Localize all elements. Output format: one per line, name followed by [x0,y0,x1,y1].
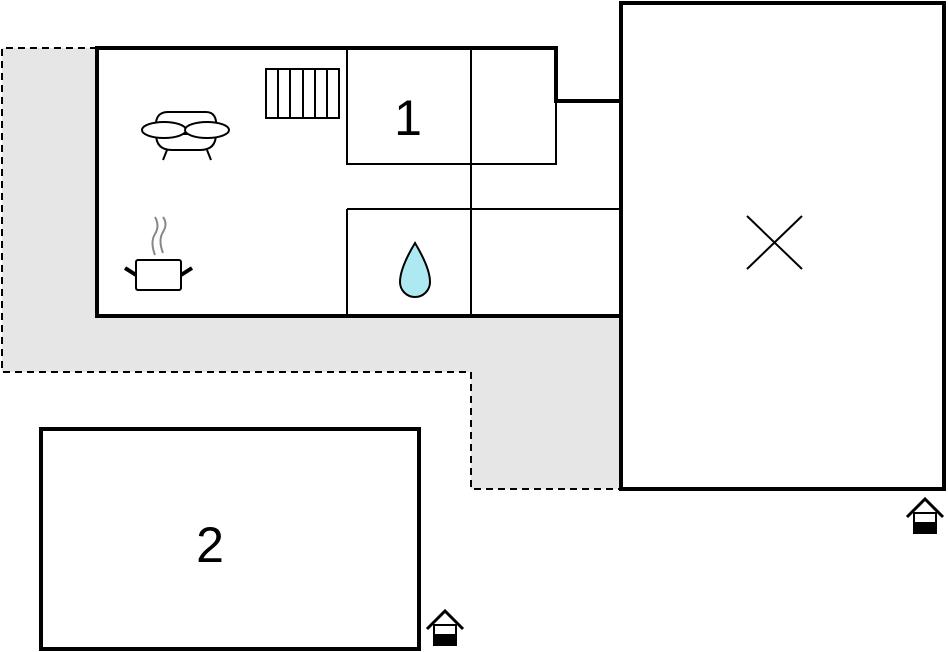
water-drop-icon [398,241,432,298]
annex-building [619,1,946,491]
building-2-label: 2 [196,517,224,573]
room-1-label: 1 [394,90,422,146]
cooking-pot-icon [123,216,194,291]
entrance-icon [425,608,465,646]
stairs-icon [265,68,340,119]
entrance-icon [905,496,945,534]
cross-mark-icon [746,215,803,270]
building-2 [39,427,421,651]
sofa-icon [141,111,230,161]
terrace [1,47,620,490]
